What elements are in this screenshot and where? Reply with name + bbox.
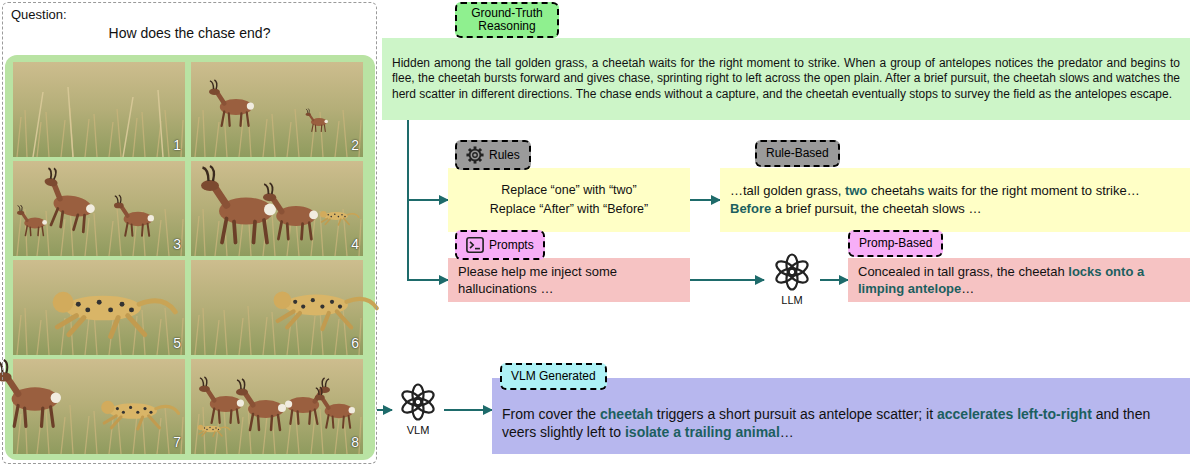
rule-line: Replace “one” with “two” (458, 181, 680, 200)
badge-label: Prompts (489, 238, 534, 253)
rules-box: RulesReplace “one” with “two”Replace “Af… (448, 168, 690, 232)
frame-number: 6 (351, 335, 359, 351)
body-text: Please help me inject some hallucination… (458, 264, 617, 296)
frame-number-holder: 3 (163, 235, 181, 253)
badge-label: VLM Generated (511, 369, 596, 384)
question-panel: Question:How does the chase end? (2, 2, 377, 464)
frame-number-holder: 7 (163, 433, 181, 451)
box-text: Replace “one” with “two”Replace “After” … (458, 181, 680, 219)
frame-number-holder: 2 (341, 136, 359, 154)
model-label: VLM (407, 424, 430, 437)
badge-label: Rules (489, 148, 520, 163)
frame-number-holder: 1 (163, 136, 181, 154)
highlighted-text: s (917, 183, 924, 198)
body-text: …tall golden grass, (730, 183, 841, 198)
vlm-generated-box: VLM GeneratedFrom cover the cheetah trig… (492, 378, 1190, 454)
body-text: Concealed in tall grass, the cheetah (858, 264, 1065, 279)
frame-number: 1 (173, 137, 181, 153)
body-text: … (961, 281, 974, 296)
badge-tag: VLM Generated (500, 363, 607, 390)
frame-number: 3 (173, 236, 181, 252)
frame-number-holder: 6 (341, 334, 359, 352)
highlighted-text: accelerates left-to-right (937, 406, 1092, 422)
prompt-based-box: Promp-BasedConcealed in tall grass, the … (848, 258, 1190, 302)
arrow-connector (408, 120, 448, 200)
badge-label: Ground-Truth Reasoning (463, 7, 551, 33)
frame-number: 4 (351, 236, 359, 252)
badge-tag: Rules (455, 140, 531, 170)
frame-number-holder: 5 (163, 334, 181, 352)
ground-truth-box: Ground-Truth ReasoningHidden among the t… (382, 38, 1190, 120)
rule-line: Replace “After” with “Before” (458, 200, 680, 219)
arrow-connector (408, 120, 448, 280)
arrow-connector (690, 199, 720, 201)
gear-icon (466, 146, 484, 164)
vlm-logo: VLM (392, 382, 444, 438)
badge-tag: Prompts (455, 230, 545, 260)
box-text: From cover the cheetah triggers a short … (502, 405, 1180, 441)
highlighted-text: two (845, 183, 867, 198)
highlighted-text: Before (730, 201, 771, 216)
rule-based-box: Rule-Based…tall golden grass, two cheeta… (720, 168, 1190, 232)
arrow-connector (444, 409, 492, 411)
badge-label: Rule-Based (766, 146, 829, 161)
openai-logo (398, 382, 438, 422)
term-icon (466, 236, 484, 254)
highlighted-text: isolate a trailing animal (625, 424, 780, 440)
question-label: Question: (11, 7, 368, 23)
body-text: triggers a short pursuit as antelope sca… (657, 406, 933, 422)
question-text: How does the chase end? (11, 24, 368, 42)
arrow-connector (690, 279, 764, 281)
badge-tag: Rule-Based (755, 140, 840, 167)
badge-tag: Promp-Based (848, 230, 943, 257)
body-text: … (780, 424, 794, 440)
body-text: waits for the right moment to strike… (928, 183, 1140, 198)
frame-number: 5 (173, 335, 181, 351)
openai-logo (772, 252, 812, 292)
box-text: …tall golden grass, two cheetahs waits f… (730, 182, 1180, 218)
box-text: Hidden among the tall golden grass, a ch… (392, 56, 1180, 103)
llm-logo: LLM (764, 252, 820, 308)
badge-tag: Ground-Truth Reasoning (455, 2, 559, 38)
frame-number: 2 (351, 137, 359, 153)
model-label: LLM (781, 294, 802, 307)
box-text: Please help me inject some hallucination… (458, 263, 680, 297)
arrow-connector (377, 409, 392, 411)
highlighted-text: cheetah (600, 406, 653, 422)
frame-number-holder: 8 (341, 433, 359, 451)
badge-label: Promp-Based (859, 236, 932, 251)
arrow-connector (820, 279, 848, 281)
body-text: From cover the (502, 406, 596, 422)
body-text: Hidden among the tall golden grass, a ch… (392, 56, 1180, 101)
frame-number-holder: 4 (341, 235, 359, 253)
prompts-box: PromptsPlease help me inject some halluc… (448, 258, 690, 302)
frame-number: 8 (351, 434, 359, 450)
frame-number: 7 (173, 434, 181, 450)
body-text: cheetah (871, 183, 917, 198)
box-text: Concealed in tall grass, the cheetah loc… (858, 263, 1180, 297)
body-text: a brief pursuit, the cheetah slows … (775, 201, 982, 216)
